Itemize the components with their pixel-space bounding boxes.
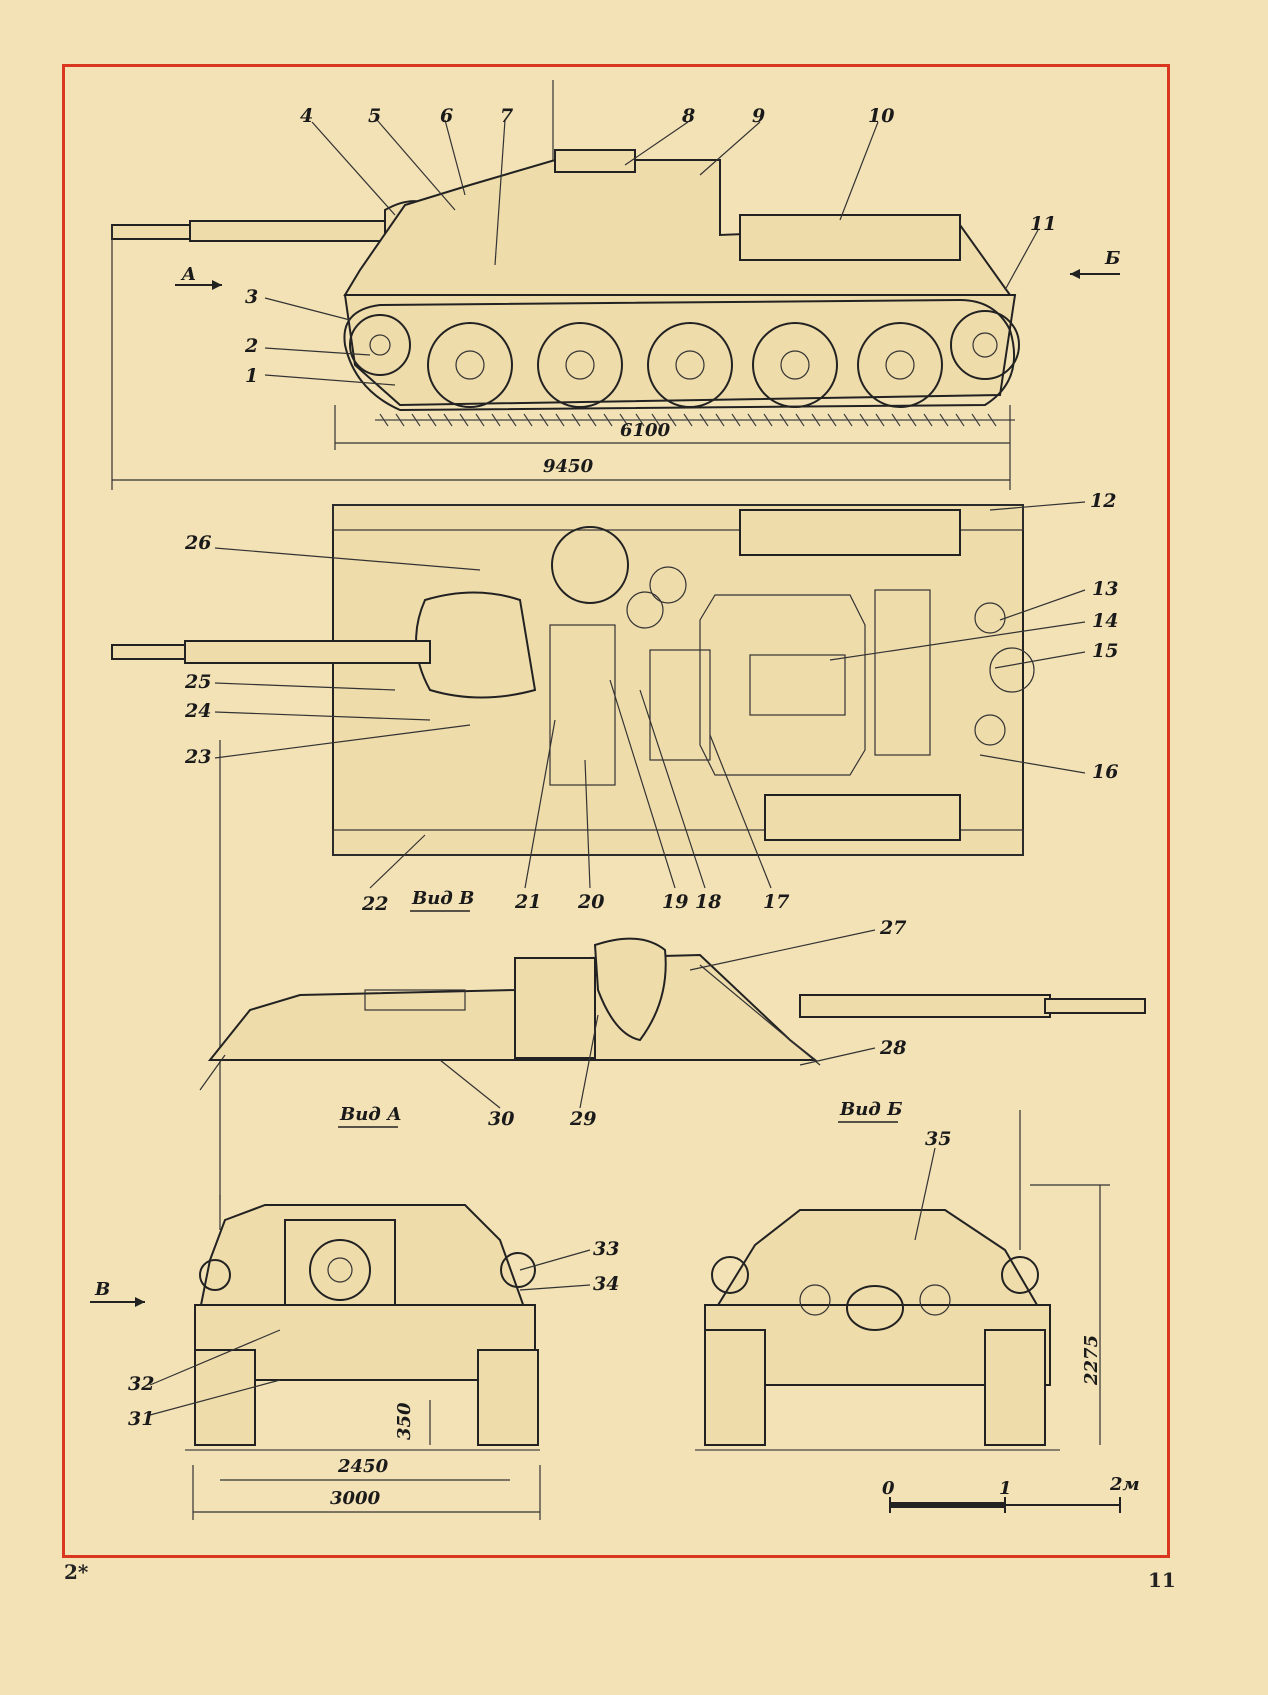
leader-lines bbox=[149, 119, 1086, 1416]
scale-tick-2: 2м bbox=[1109, 1474, 1140, 1495]
fender-bottom bbox=[332, 829, 1024, 856]
callout-35: 35 bbox=[925, 1128, 951, 1150]
rear-view bbox=[695, 1110, 1110, 1451]
side-view bbox=[111, 80, 1020, 490]
callout-7: 7 bbox=[500, 105, 513, 127]
front-view-mantlet bbox=[284, 1219, 396, 1321]
callout-28: 28 bbox=[879, 1037, 906, 1059]
engine-grille bbox=[874, 589, 931, 756]
engine-deck bbox=[699, 594, 866, 776]
callout-30: 30 bbox=[488, 1108, 514, 1130]
callout-19: 19 bbox=[662, 891, 688, 913]
fuel-tanks-bottom bbox=[764, 794, 961, 841]
callout-21: 21 bbox=[514, 891, 541, 913]
callout-29: 29 bbox=[569, 1108, 596, 1130]
callout-27: 27 bbox=[879, 917, 906, 939]
scale-bar bbox=[889, 1497, 1121, 1513]
front-view-track-left bbox=[194, 1349, 256, 1446]
view-a-title: Вид А bbox=[339, 1104, 402, 1125]
front-view-track-right bbox=[477, 1349, 539, 1446]
callout-2: 2 bbox=[244, 335, 258, 357]
arrow-a-label: A bbox=[180, 264, 196, 285]
callout-16: 16 bbox=[1092, 761, 1118, 783]
signature-mark: 2* bbox=[64, 1560, 89, 1584]
callout-10: 10 bbox=[868, 105, 894, 127]
engine-deck-fuel-tanks bbox=[739, 214, 961, 261]
transmission-hatch bbox=[749, 654, 846, 716]
view-a-barrel-thin bbox=[1044, 998, 1146, 1014]
callout-23: 23 bbox=[184, 746, 211, 768]
front-view bbox=[185, 1195, 541, 1520]
dim-overall-length: 9450 bbox=[543, 456, 594, 477]
red-frame bbox=[62, 64, 1170, 1558]
callout-22: 22 bbox=[361, 893, 388, 915]
road-wheels bbox=[349, 310, 1020, 408]
commander-cupola bbox=[554, 149, 636, 173]
callout-9: 9 bbox=[752, 105, 765, 127]
dim-overall-height: 2275 bbox=[1081, 1335, 1102, 1386]
callout-12: 12 bbox=[1090, 490, 1116, 512]
callout-34: 34 bbox=[593, 1273, 619, 1295]
view-b-title: Вид Б bbox=[839, 1099, 902, 1120]
top-view bbox=[111, 504, 1035, 1200]
callout-15: 15 bbox=[1092, 640, 1118, 662]
callout-6: 6 bbox=[440, 105, 453, 127]
dim-ground-clearance: 350 bbox=[394, 1402, 415, 1440]
arrow-b-label: Б bbox=[1104, 248, 1120, 269]
callout-1: 1 bbox=[245, 365, 258, 387]
callout-24: 24 bbox=[184, 700, 211, 722]
scale-tick-0: 0 bbox=[882, 1478, 895, 1499]
callout-26: 26 bbox=[184, 532, 211, 554]
callout-4: 4 bbox=[300, 105, 313, 127]
commander-hatch bbox=[551, 526, 629, 604]
callout-32: 32 bbox=[128, 1373, 154, 1395]
callout-33: 33 bbox=[593, 1238, 619, 1260]
callout-8: 8 bbox=[681, 105, 695, 127]
gun-barrel-top-thick bbox=[184, 640, 431, 664]
page-number: 11 bbox=[1148, 1568, 1176, 1592]
fender-top bbox=[332, 504, 1024, 531]
view-v-title: Вид В bbox=[411, 888, 474, 909]
view-a bbox=[199, 937, 1146, 1091]
callout-17: 17 bbox=[763, 891, 789, 913]
rear-view-track-right bbox=[984, 1329, 1046, 1446]
rear-view-track-left bbox=[704, 1329, 766, 1446]
callout-20: 20 bbox=[577, 891, 604, 913]
callout-3: 3 bbox=[245, 286, 258, 308]
view-a-mantlet bbox=[593, 937, 667, 1042]
arrow-v-label: В bbox=[94, 1279, 110, 1300]
dim-overall-width: 3000 bbox=[330, 1488, 381, 1509]
callout-11: 11 bbox=[1030, 213, 1056, 235]
callout-14: 14 bbox=[1092, 610, 1118, 632]
callout-25: 25 bbox=[184, 671, 211, 693]
callout-5: 5 bbox=[368, 105, 381, 127]
scale-tick-1: 1 bbox=[999, 1478, 1012, 1499]
dim-track-gauge: 2450 bbox=[337, 1456, 389, 1477]
callout-13: 13 bbox=[1092, 578, 1118, 600]
callout-31: 31 bbox=[128, 1408, 154, 1430]
dim-track-base: 6100 bbox=[620, 420, 671, 441]
fuel-tanks-top bbox=[739, 509, 961, 556]
callout-18: 18 bbox=[695, 891, 721, 913]
